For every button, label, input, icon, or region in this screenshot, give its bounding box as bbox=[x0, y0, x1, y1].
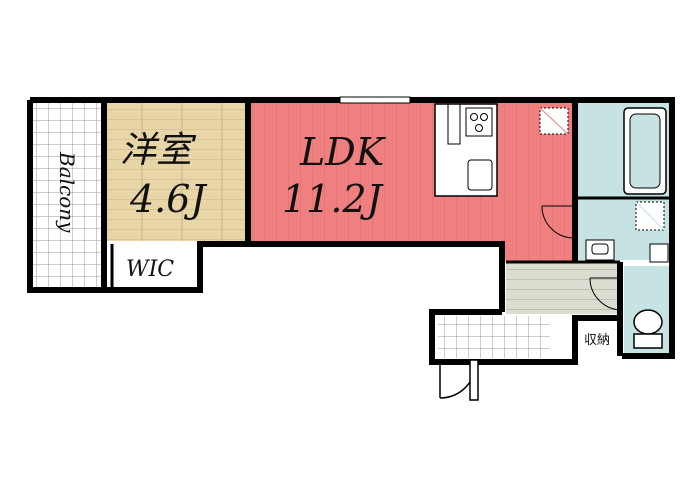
entrance bbox=[438, 316, 550, 358]
hallway bbox=[506, 262, 622, 314]
ldk-area-extension bbox=[505, 241, 575, 261]
balcony-label: Balcony bbox=[55, 151, 79, 233]
inner-walls bbox=[110, 196, 672, 362]
hall-door bbox=[589, 277, 623, 311]
ldk-name: LDK bbox=[299, 130, 387, 174]
wic-area bbox=[118, 245, 200, 287]
stove-icon bbox=[465, 107, 493, 137]
storage-area bbox=[580, 324, 622, 354]
toilet-icon bbox=[633, 309, 663, 349]
western-room bbox=[104, 103, 248, 241]
window-ldk bbox=[339, 96, 411, 104]
ldk-size: 11.2J bbox=[282, 177, 384, 221]
ldk-door bbox=[541, 205, 575, 239]
wic-label: WIC bbox=[126, 257, 174, 282]
sink-icon bbox=[467, 159, 493, 191]
upper-cabinet bbox=[447, 103, 461, 145]
western-room-size: 4.6J bbox=[129, 177, 207, 221]
storage-label: 収納 bbox=[584, 333, 610, 348]
ldk-area bbox=[248, 103, 575, 241]
bathtub-icon bbox=[623, 107, 667, 195]
balcony-area bbox=[31, 99, 105, 291]
western-room-name: 洋室 bbox=[120, 130, 197, 171]
washbasin-icon bbox=[585, 239, 615, 261]
shelf-box bbox=[649, 243, 669, 263]
